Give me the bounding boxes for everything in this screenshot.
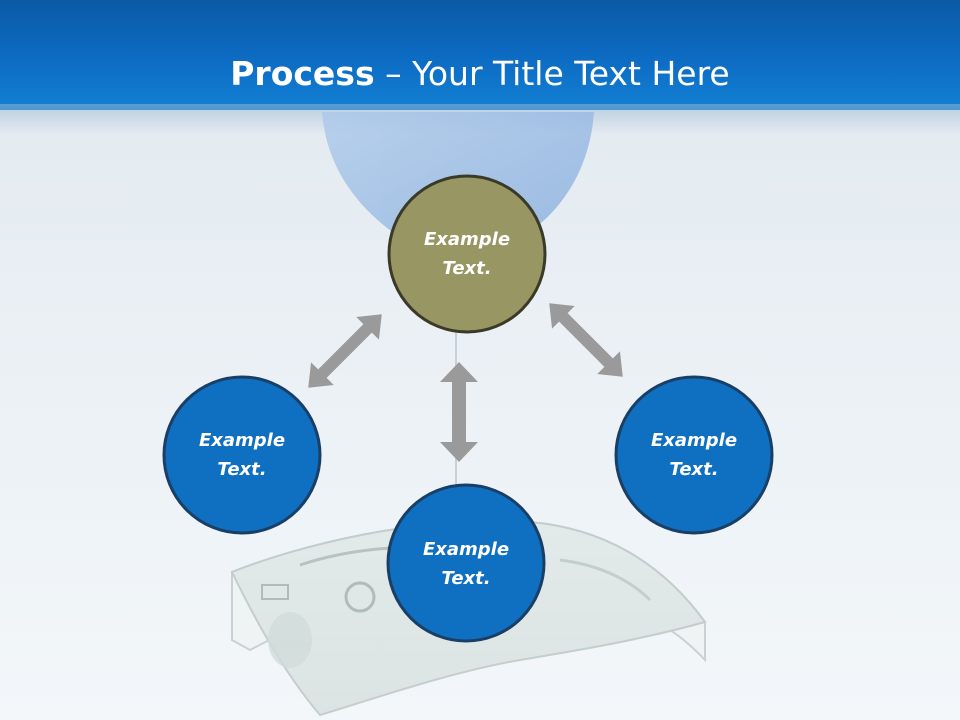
node-label-line: Text. — [441, 568, 491, 589]
double-arrow-icon — [549, 303, 623, 377]
title-bold: Process — [230, 54, 375, 93]
node-label-line: Text. — [669, 459, 719, 480]
node-label-line: Example — [650, 430, 738, 451]
node-label-line: Text. — [442, 258, 492, 279]
process-node-bottom — [386, 483, 546, 643]
slide-title: Process – Your Title Text Here — [0, 52, 960, 96]
node-label-line: Example — [198, 430, 286, 451]
node-label-top: Example Text. — [392, 225, 542, 283]
node-label-line: Text. — [217, 459, 267, 480]
node-label-right: Example Text. — [619, 426, 769, 484]
process-node-left — [162, 375, 322, 535]
double-arrow-icon — [308, 314, 382, 388]
node-label-bottom: Example Text. — [391, 535, 541, 593]
node-label-line: Example — [422, 539, 510, 560]
process-node-top — [387, 174, 547, 334]
node-label-left: Example Text. — [167, 426, 317, 484]
double-arrow-icon — [440, 362, 478, 462]
node-label-line: Example — [423, 229, 511, 250]
process-node-right — [614, 375, 774, 535]
header-bar — [0, 0, 960, 110]
title-text: Your Title Text Here — [412, 54, 730, 93]
title-separator: – — [385, 54, 402, 93]
